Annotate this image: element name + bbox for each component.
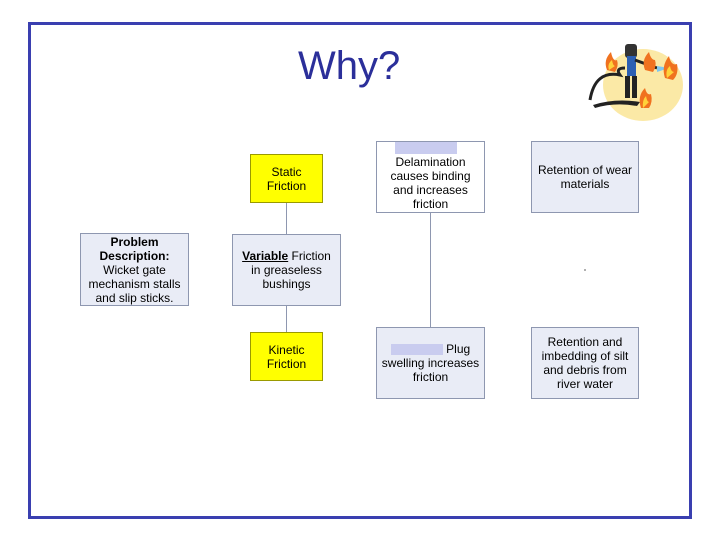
firefighter-clipart-icon [588,44,683,121]
retention-silt-box: Retention and imbedding of silt and debr… [531,327,639,399]
retention-wear-label: Retention of wear materials [537,163,633,191]
delamination-box: Delamination causes binding and increase… [376,141,485,213]
variable-friction-box: Variable Friction in greaseless bushings [232,234,341,306]
connector-variable-kinetic [286,306,287,332]
variable-friction-label: Variable Friction in greaseless bushings [237,249,336,291]
problem-description-label: Problem Description: [99,234,170,263]
page-title: Why? [298,44,401,88]
static-friction-label: Static Friction [266,164,307,193]
connector-delamination-plug [430,213,431,327]
plug-swelling-box: Plug swelling increases friction [376,327,485,399]
static-friction-box: Static Friction [250,154,323,203]
variable-friction-rest: Friction in greaseless bushings [251,249,331,291]
plug-swelling-rest: swelling increases friction [381,356,480,384]
decorative-dot [584,269,586,271]
plug-swelling-word: Plug [446,342,471,356]
retention-wear-box: Retention of wear materials [531,141,639,213]
kinetic-friction-label: Kinetic Friction [266,342,307,371]
connector-static-variable [286,203,287,234]
retention-silt-label: Retention and imbedding of silt and debr… [541,335,629,391]
plug-swelling-first-line: Plug [381,342,480,356]
variable-friction-emphasis: Variable [242,249,289,263]
plug-swelling-tab [390,344,443,356]
delamination-label: Delamination causes binding and increase… [390,155,471,211]
problem-description-box: Problem Description: Wicket gate mechani… [80,233,189,306]
problem-description-text: Wicket gate mechanism stalls and slip st… [88,262,181,305]
delamination-tab [395,141,457,154]
kinetic-friction-box: Kinetic Friction [250,332,323,381]
